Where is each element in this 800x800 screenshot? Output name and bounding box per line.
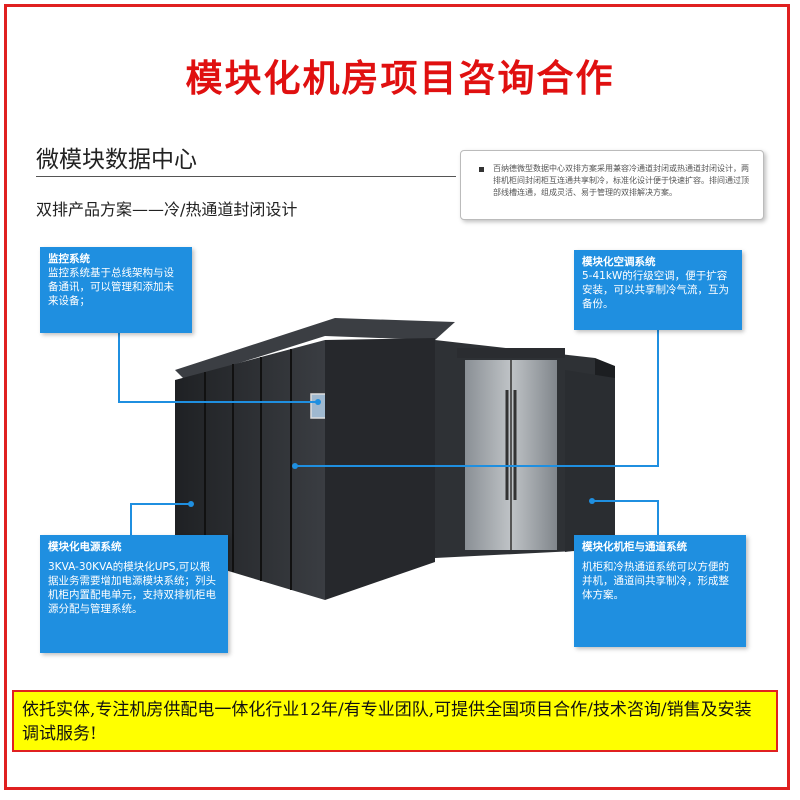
connector-line-cabinet-h [592,500,659,502]
bullet-icon [479,167,484,172]
connector-line-power-h [130,503,190,505]
callout-body: 5-41kW的行级空调，便于扩容安装，可以共享制冷气流，互为备份。 [582,270,729,310]
connector-dot-monitoring [315,399,321,405]
page-border [4,4,790,790]
connector-line-cooling-h [296,465,659,467]
callout-cooling-system: 模块化空调系统 5-41kW的行级空调，便于扩容安装，可以共享制冷气流，互为备份… [574,250,742,330]
callout-title: 监控系统 [48,253,90,265]
connector-line-power [130,505,132,535]
connector-line-cabinet [657,502,659,535]
callout-body: 监控系统基于总线架构与设备通讯，可以管理和添加未来设备； [48,267,174,307]
service-banner: 依托实体,专注机房供配电一体化行业12年/有专业团队,可提供全国项目合作/技术咨… [12,690,778,752]
connector-dot-cooling [292,463,298,469]
callout-cabinet-aisle-system: 模块化机柜与通道系统 机柜和冷热通道系统可以方便的并机，通道间共享制冷，形成整体… [574,535,746,647]
connector-line-monitoring-h [118,401,318,403]
section-title: 微模块数据中心 [36,147,197,173]
description-note: 百纳德微型数据中心双排方案采用兼容冷通道封闭或热通道封闭设计，两排机柜间封闭柜互… [460,150,764,220]
connector-dot-power [188,501,194,507]
callout-title: 模块化空调系统 [582,256,656,268]
callout-body: 3KVA-30KVA的模块化UPS,可以根据业务需要增加电源模块系统；列头机柜内… [48,561,216,615]
description-note-text: 百纳德微型数据中心双排方案采用兼容冷通道封闭或热通道封闭设计，两排机柜间封闭柜互… [493,164,749,197]
callout-monitoring-system: 监控系统 监控系统基于总线架构与设备通讯，可以管理和添加未来设备； [40,247,192,333]
section-subtitle: 双排产品方案——冷/热通道封闭设计 [36,200,298,219]
callout-body: 机柜和冷热通道系统可以方便的并机，通道间共享制冷，形成整体方案。 [582,561,729,601]
micro-module-datacenter-illustration [175,318,615,600]
connector-dot-cabinet [589,498,595,504]
section-title-rule [36,176,456,177]
callout-title: 模块化电源系统 [48,541,122,553]
callout-title: 模块化机柜与通道系统 [582,541,687,553]
page-headline: 模块化机房项目咨询合作 [185,57,615,100]
connector-line-monitoring [118,333,120,403]
connector-line-cooling [657,330,659,465]
callout-power-system: 模块化电源系统 3KVA-30KVA的模块化UPS,可以根据业务需要增加电源模块… [40,535,228,653]
